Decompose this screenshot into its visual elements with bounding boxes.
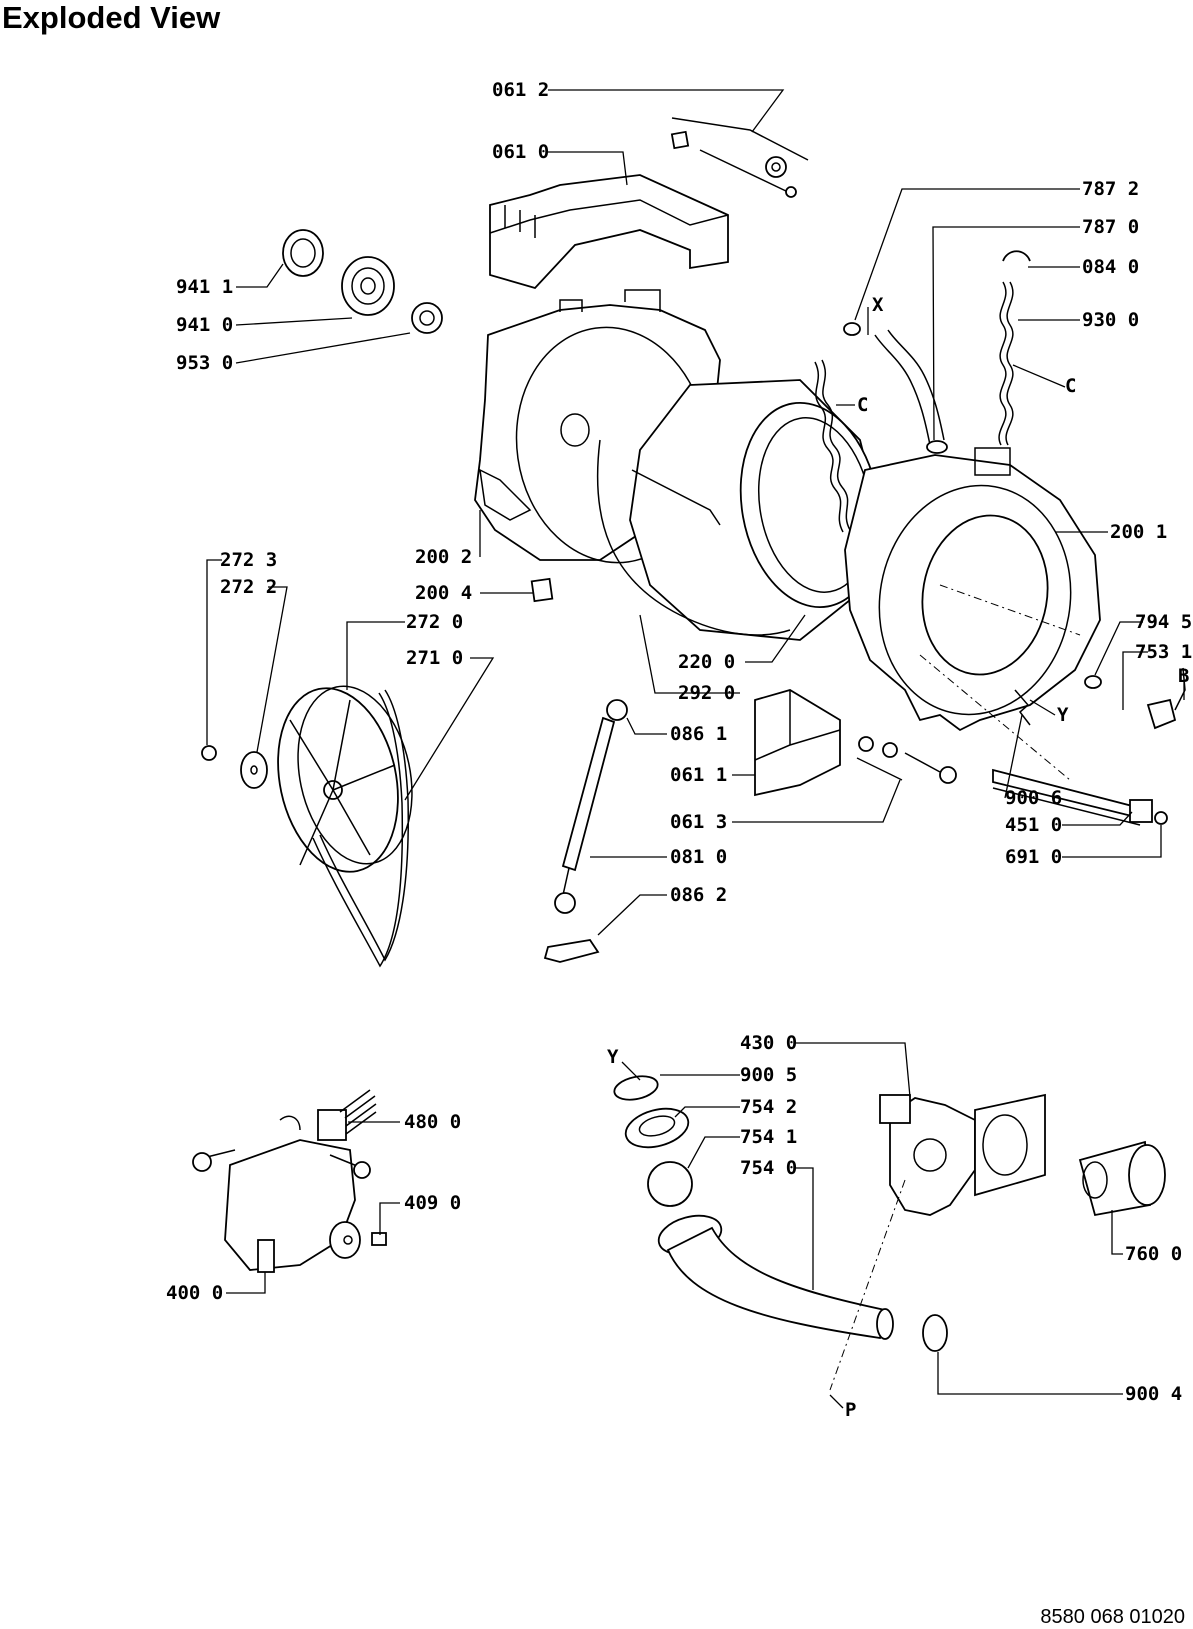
- callout-y-low: Y: [607, 1046, 619, 1068]
- part-900-5-clamp: [613, 1075, 659, 1101]
- callout-400-0: 400 0: [166, 1282, 223, 1304]
- callout-900-5: 900 5: [740, 1064, 797, 1086]
- part-061-2-bracket: [670, 117, 809, 198]
- callout-272-2: 272 2: [220, 576, 277, 598]
- part-787-0-hose: [874, 329, 948, 454]
- callout-480-0: 480 0: [404, 1111, 461, 1133]
- callout-272-3: 272 3: [220, 549, 277, 571]
- part-272-3-nut: [201, 745, 217, 761]
- assembly-axis-lines: [829, 654, 1071, 1391]
- callout-061-2: 061 2: [492, 79, 549, 101]
- callout-081-0: 081 0: [670, 846, 727, 868]
- callout-272-0: 272 0: [406, 611, 463, 633]
- callout-084-0: 084 0: [1082, 256, 1139, 278]
- callout-760-0: 760 0: [1125, 1243, 1182, 1265]
- callout-451-0: 451 0: [1005, 814, 1062, 836]
- part-941-1-bearing: [282, 229, 324, 277]
- callout-430-0: 430 0: [740, 1032, 797, 1054]
- callout-200-1: 200 1: [1110, 521, 1167, 543]
- leader-lines: [206, 89, 1185, 1409]
- part-061-0-counterweight: [489, 174, 729, 290]
- part-753-1-sensor: [1146, 667, 1186, 730]
- callout-787-0: 787 0: [1082, 216, 1139, 238]
- part-930-0-spring-right: [998, 281, 1014, 446]
- callout-220-0: 220 0: [678, 651, 735, 673]
- callout-061-3: 061 3: [670, 811, 727, 833]
- callout-930-0: 930 0: [1082, 309, 1139, 331]
- part-754-1-ball: [647, 1161, 693, 1207]
- part-900-4-clamp: [922, 1314, 948, 1352]
- part-794-5-grommet: [1084, 675, 1102, 689]
- part-200-4-clip: [530, 577, 554, 603]
- callout-754-2: 754 2: [740, 1096, 797, 1118]
- part-272-2-washer: [240, 751, 268, 789]
- callout-900-4: 900 4: [1125, 1383, 1182, 1405]
- part-787-2-clamp: [843, 322, 861, 336]
- part-292-0-seal-ring: [596, 439, 791, 636]
- callout-754-0: 754 0: [740, 1157, 797, 1179]
- callout-x-top: X: [872, 294, 884, 316]
- callout-p: P: [845, 1399, 856, 1421]
- document-number: 8580 068 01020: [1040, 1606, 1185, 1628]
- part-409-0-cap: [371, 1232, 387, 1246]
- part-081-0-shock-absorber: [554, 699, 628, 914]
- callout-c-right: C: [1065, 375, 1076, 397]
- callout-b: B: [1178, 665, 1189, 687]
- part-451-0-heater: [992, 768, 1153, 826]
- part-272-0-pulley: [277, 685, 413, 873]
- part-200-1-front-tub: [844, 447, 1101, 732]
- callout-754-1: 754 1: [740, 1126, 797, 1148]
- callout-941-1: 941 1: [176, 276, 233, 298]
- callout-691-0: 691 0: [1005, 846, 1062, 868]
- part-061-3-bolt: [858, 736, 957, 784]
- callout-787-2: 787 2: [1082, 178, 1139, 200]
- callout-953-0: 953 0: [176, 352, 233, 374]
- part-271-0-belt: [312, 689, 410, 968]
- part-061-1-counterweight: [754, 689, 841, 797]
- part-400-0-motor: [192, 1115, 371, 1273]
- callout-200-4: 200 4: [415, 582, 472, 604]
- part-941-0-bearing: [341, 256, 395, 316]
- part-754-2-ring: [624, 1107, 690, 1149]
- callout-794-5: 794 5: [1135, 611, 1192, 633]
- callout-753-1: 753 1: [1135, 641, 1192, 663]
- callout-086-1: 086 1: [670, 723, 727, 745]
- part-760-0-filter: [1078, 1140, 1166, 1217]
- callout-061-1: 061 1: [670, 764, 727, 786]
- part-953-0-seal: [411, 302, 443, 334]
- callout-900-6: 900 6: [1005, 787, 1062, 809]
- part-754-0-hose: [657, 1214, 894, 1340]
- page-title: Exploded View: [2, 0, 221, 35]
- callout-labels: 061 2 061 0 941 1 941 0 953 0 787 2 787 …: [166, 79, 1192, 1421]
- callout-409-0: 409 0: [404, 1192, 461, 1214]
- callout-061-0: 061 0: [492, 141, 549, 163]
- part-084-0-hook: [1002, 250, 1031, 262]
- callout-292-0: 292 0: [678, 682, 735, 704]
- part-900-6-clip: [1014, 689, 1031, 726]
- callout-200-2: 200 2: [415, 546, 472, 568]
- callout-271-0: 271 0: [406, 647, 463, 669]
- callout-941-0: 941 0: [176, 314, 233, 336]
- part-086-2-bracket: [543, 939, 600, 963]
- callout-y-right: Y: [1057, 704, 1069, 726]
- part-691-0-nut: [1154, 811, 1168, 825]
- part-430-0-pump: [879, 1093, 1046, 1216]
- callout-c-mid: C: [857, 394, 868, 416]
- part-spring-left: [814, 359, 851, 533]
- callout-086-2: 086 2: [670, 884, 727, 906]
- part-480-0-connector: [317, 1089, 377, 1141]
